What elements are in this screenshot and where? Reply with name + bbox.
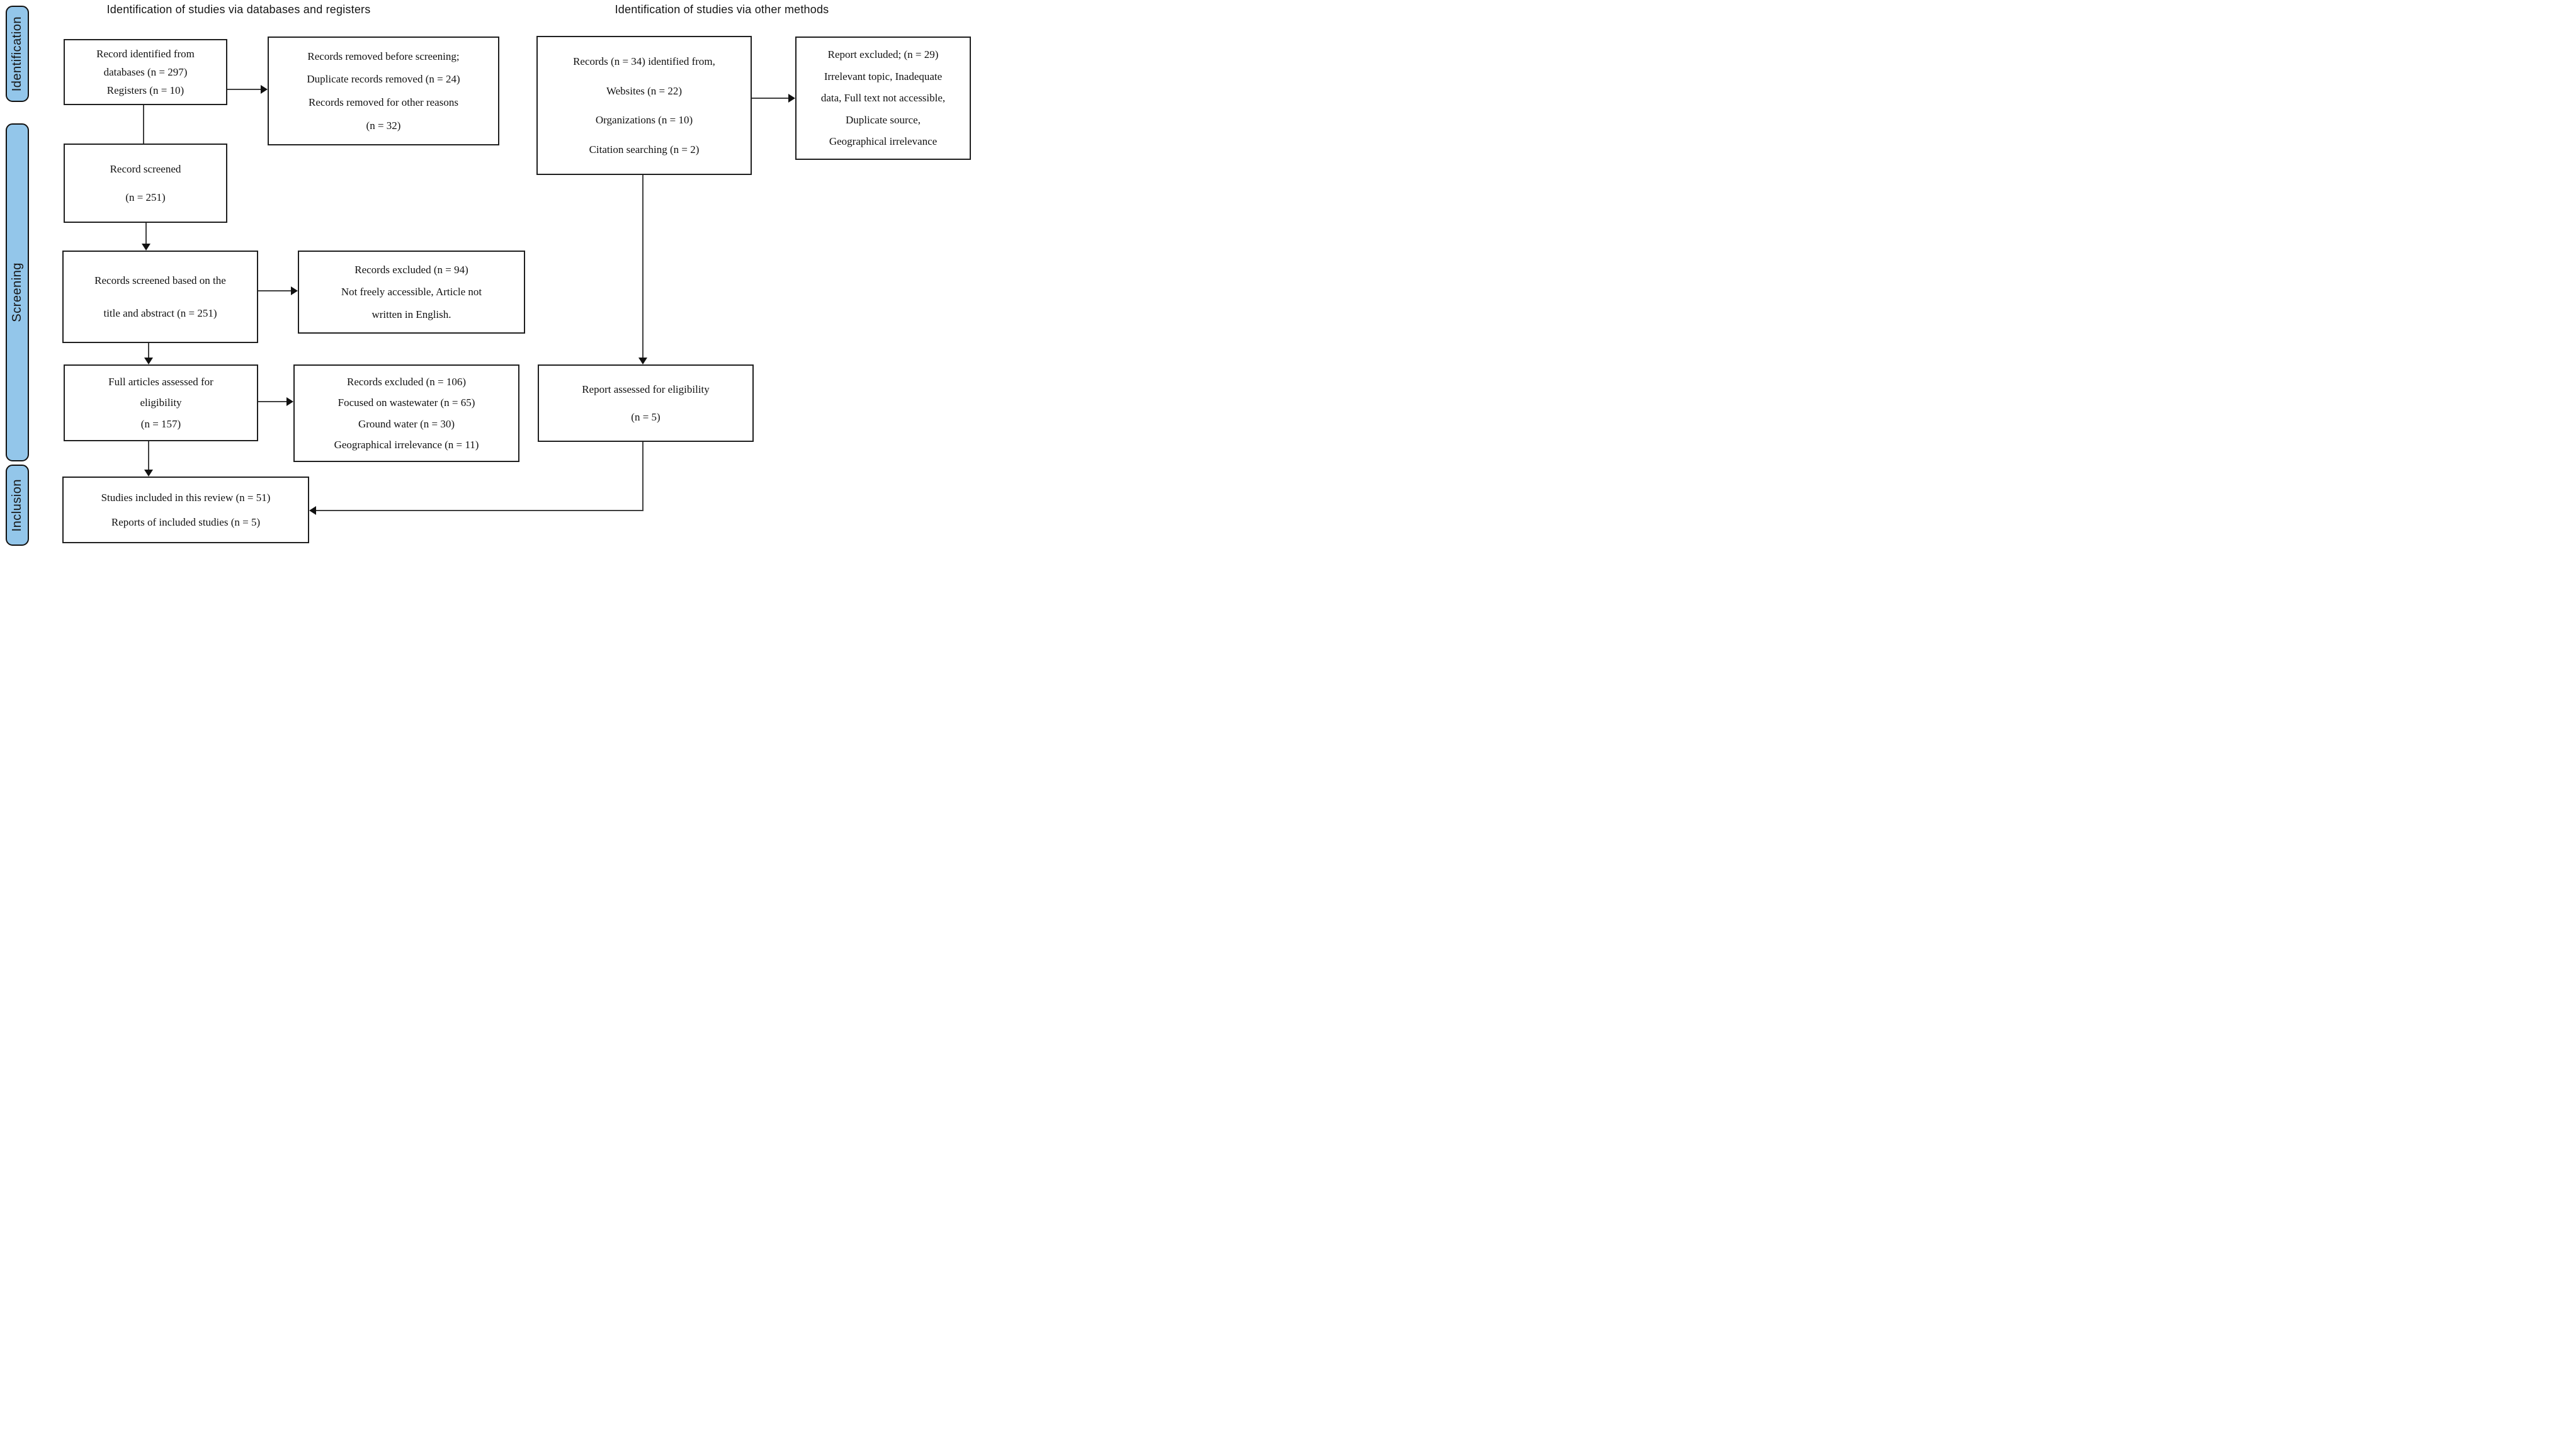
box-text-line: (n = 5) <box>631 411 661 424</box>
box-text-line: Full articles assessed for <box>108 376 213 388</box>
phase-identification-label: Identification <box>10 16 24 92</box>
box-full-articles-assessed: Full articles assessed for eligibility (… <box>64 364 258 441</box>
box-records-screened-title-abstract: Records screened based on the title and … <box>62 251 258 343</box>
connector-report-assessed-down <box>642 442 644 511</box>
box-text-line: Report excluded; (n = 29) <box>827 48 939 61</box>
phase-identification: Identification <box>6 6 29 102</box>
connector-full-articles-to-excluded <box>258 401 287 402</box>
box-text-line: Geographical irrelevance (n = 11) <box>334 438 479 451</box>
box-text-line: Not freely accessible, Article not <box>341 286 482 298</box>
box-text-line: Report assessed for eligibility <box>582 383 710 395</box>
box-text-line: Records removed before screening; <box>307 50 460 62</box>
arrowhead-right-icon <box>286 397 293 406</box>
arrowhead-down-icon <box>638 358 647 364</box>
box-text-line: written in English. <box>371 308 451 321</box>
box-text-line: (n = 251) <box>125 191 166 204</box>
phase-inclusion-label: Inclusion <box>10 478 24 532</box>
connector-title-abstract-to-excluded <box>258 290 292 291</box>
box-text-line: Focused on wastewater (n = 65) <box>337 397 475 409</box>
arrowhead-right-icon <box>291 286 298 295</box>
box-text-line: (n = 32) <box>366 120 401 132</box>
box-text-line: Registers (n = 10) <box>106 84 184 96</box>
box-text-line: title and abstract (n = 251) <box>103 307 217 320</box>
box-text-line: Irrelevant topic, Inadequate <box>824 70 943 82</box>
box-records-identified: Record identified from databases (n = 29… <box>64 39 227 105</box>
connector-report-assessed-to-included <box>316 510 644 511</box>
connector-identified-to-removed <box>227 89 261 90</box>
box-text-line: Geographical irrelevance <box>829 135 938 148</box>
connector-other-methods-to-report-excluded <box>752 98 789 99</box>
box-text-line: Organizations (n = 10) <box>595 114 693 127</box>
box-text-line: data, Full text not accessible, <box>820 92 946 104</box>
box-text-line: Studies included in this review (n = 51) <box>101 491 271 504</box>
box-studies-included: Studies included in this review (n = 51)… <box>62 477 309 543</box>
connector-other-methods-to-report-assessed <box>642 175 644 358</box>
box-records-removed: Records removed before screening; Duplic… <box>268 37 499 145</box>
connector-identified-to-screened <box>143 105 144 144</box>
box-text-line: Reports of included studies (n = 5) <box>111 516 261 528</box>
phase-screening: Screening <box>6 123 29 461</box>
column-title-databases: Identification of studies via databases … <box>106 3 371 16</box>
arrowhead-right-icon <box>261 85 268 94</box>
connector-full-articles-to-included <box>148 441 149 470</box>
box-report-excluded: Report excluded; (n = 29) Irrelevant top… <box>795 37 971 160</box>
box-text-line: Records (n = 34) identified from, <box>573 55 715 68</box>
box-report-assessed: Report assessed for eligibility (n = 5) <box>538 364 754 442</box>
arrowhead-right-icon <box>788 94 795 103</box>
box-text-line: Citation searching (n = 2) <box>589 143 700 155</box>
prisma-flow-diagram: Identification of studies via databases … <box>0 0 972 550</box>
box-text-line: Record identified from <box>96 47 195 60</box>
box-records-other-methods: Records (n = 34) identified from, Websit… <box>536 36 752 175</box>
box-text-line: Records excluded (n = 106) <box>347 376 466 388</box>
connector-screened-to-title-abstract <box>145 223 147 244</box>
box-text-line: (n = 157) <box>140 417 181 430</box>
connector-title-abstract-to-full-articles <box>148 343 149 358</box>
box-text-line: Websites (n = 22) <box>606 84 683 97</box>
arrowhead-down-icon <box>142 244 150 251</box>
box-text-line: Duplicate records removed (n = 24) <box>307 73 460 86</box>
box-text-line: Records excluded (n = 94) <box>354 263 468 276</box>
box-text-line: Ground water (n = 30) <box>358 417 455 430</box>
phase-screening-label: Screening <box>10 262 24 322</box>
phase-inclusion: Inclusion <box>6 465 29 546</box>
box-text-line: Records screened based on the <box>94 274 226 286</box>
box-text-line: Duplicate source, <box>846 113 921 126</box>
box-records-excluded-screening: Records excluded (n = 94) Not freely acc… <box>298 251 525 334</box>
box-records-excluded-eligibility: Records excluded (n = 106) Focused on wa… <box>293 364 519 462</box>
column-title-other-methods: Identification of studies via other meth… <box>615 3 829 16</box>
box-text-line: Record screened <box>110 162 181 175</box>
arrowhead-down-icon <box>144 358 153 364</box>
arrowhead-down-icon <box>144 470 153 477</box>
box-text-line: Records removed for other reasons <box>309 96 458 109</box>
box-records-screened: Record screened (n = 251) <box>64 144 227 223</box>
box-text-line: databases (n = 297) <box>103 65 188 78</box>
box-text-line: eligibility <box>140 397 182 409</box>
arrowhead-left-icon <box>309 506 316 515</box>
